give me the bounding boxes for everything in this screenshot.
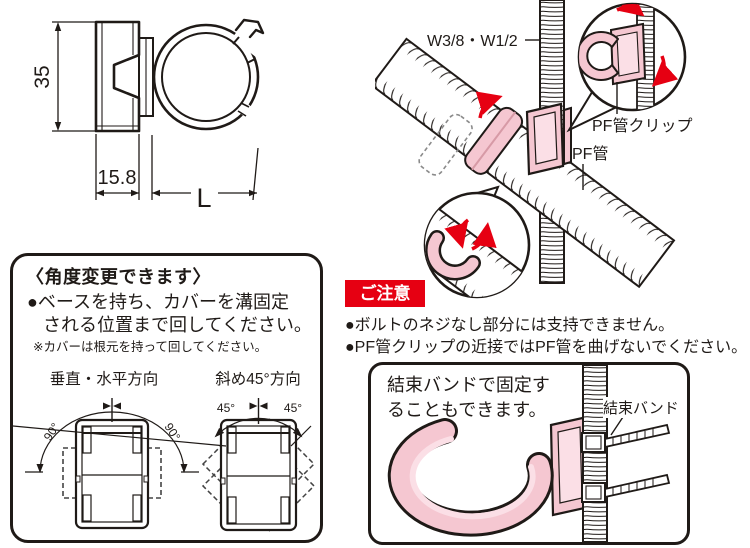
detail-circle-bottom-content — [425, 193, 529, 297]
installation-illustration: W3/8・W1/2 PF管クリップ PF管 — [375, 0, 692, 299]
rotate-arrow-icon — [444, 218, 470, 249]
base-width-dimension: 15.8 — [95, 134, 140, 200]
pf-pipe-label: PF管 — [572, 145, 608, 163]
clip-base-plate — [525, 102, 572, 176]
angle-diagrams: 垂直・水平方向 斜め45°方向 — [13, 370, 316, 532]
dim-L: L — [196, 183, 211, 213]
angle-instruction-line2: される位置まで回してください。 — [43, 315, 312, 335]
band-message-line2: ることもできます。 — [387, 400, 547, 420]
vertical-direction-diagram: 90° 90° — [25, 398, 199, 530]
angle-instruction-line1: ●ベースを持ち、カバーを溝固定 — [27, 292, 289, 312]
caution-badge: ご注意 — [345, 280, 425, 307]
diagonal-diagram-label: 斜め45°方向 — [215, 370, 300, 388]
pf-clip-label: PF管クリップ — [592, 117, 692, 135]
caution-item-1: ●ボルトのネジなし部分には支持できません。 — [345, 317, 675, 334]
product-dimension-drawing: 35 — [31, 18, 271, 213]
band-label: 結束バンド — [603, 397, 679, 418]
band-message-line1: 結束バンドで固定す — [387, 375, 550, 395]
right-45-label: 45° — [284, 401, 302, 415]
clip-ring-outline — [152, 18, 271, 131]
cable-tie-upper — [581, 423, 671, 453]
rotate-arrow-icon — [471, 222, 497, 251]
cable-tie-lower — [581, 473, 671, 503]
threaded-rod — [582, 365, 608, 542]
detail-circle-top-content — [579, 4, 679, 110]
angle-note: ※カバーは根元を持って回してください。 — [33, 340, 268, 354]
cover-ghost-outline — [418, 113, 473, 176]
dim-15-8: 15.8 — [98, 167, 137, 189]
left-90-label: 90° — [41, 420, 63, 443]
dim-35: 35 — [31, 65, 54, 88]
vertical-diagram-label: 垂直・水平方向 — [50, 370, 159, 388]
caution-item-2: ●PF管クリップの近接ではPF管を曲げないでください。 — [345, 339, 748, 356]
rotate-arrow-icon — [616, 4, 645, 17]
clip-cover-open — [427, 232, 479, 278]
length-dimension: L — [151, 135, 259, 213]
rotate-arrow-icon — [651, 55, 679, 87]
cable-tie-box: 結束バンドで固定す ることもできます。 結束バンド — [368, 362, 690, 545]
clip-cover-front — [579, 31, 619, 81]
clip-cover-open — [390, 421, 551, 534]
rotate-arrow-icon — [475, 91, 503, 119]
angle-change-box: 〈角度変更できます〉 ●ベースを持ち、カバーを溝固定 される位置まで回してくださ… — [10, 253, 323, 543]
diagonal-direction-diagram: 45° 45° — [13, 398, 316, 532]
clip-cover-group — [418, 106, 524, 176]
left-45-label: 45° — [217, 401, 235, 415]
rod-size-label: W3/8・W1/2 — [427, 33, 518, 50]
cable-tie-illustration — [387, 365, 671, 542]
clip-base-outline — [94, 20, 154, 133]
angle-box-title: 〈角度変更できます〉 — [26, 267, 211, 287]
height-dimension: 35 — [31, 21, 95, 132]
